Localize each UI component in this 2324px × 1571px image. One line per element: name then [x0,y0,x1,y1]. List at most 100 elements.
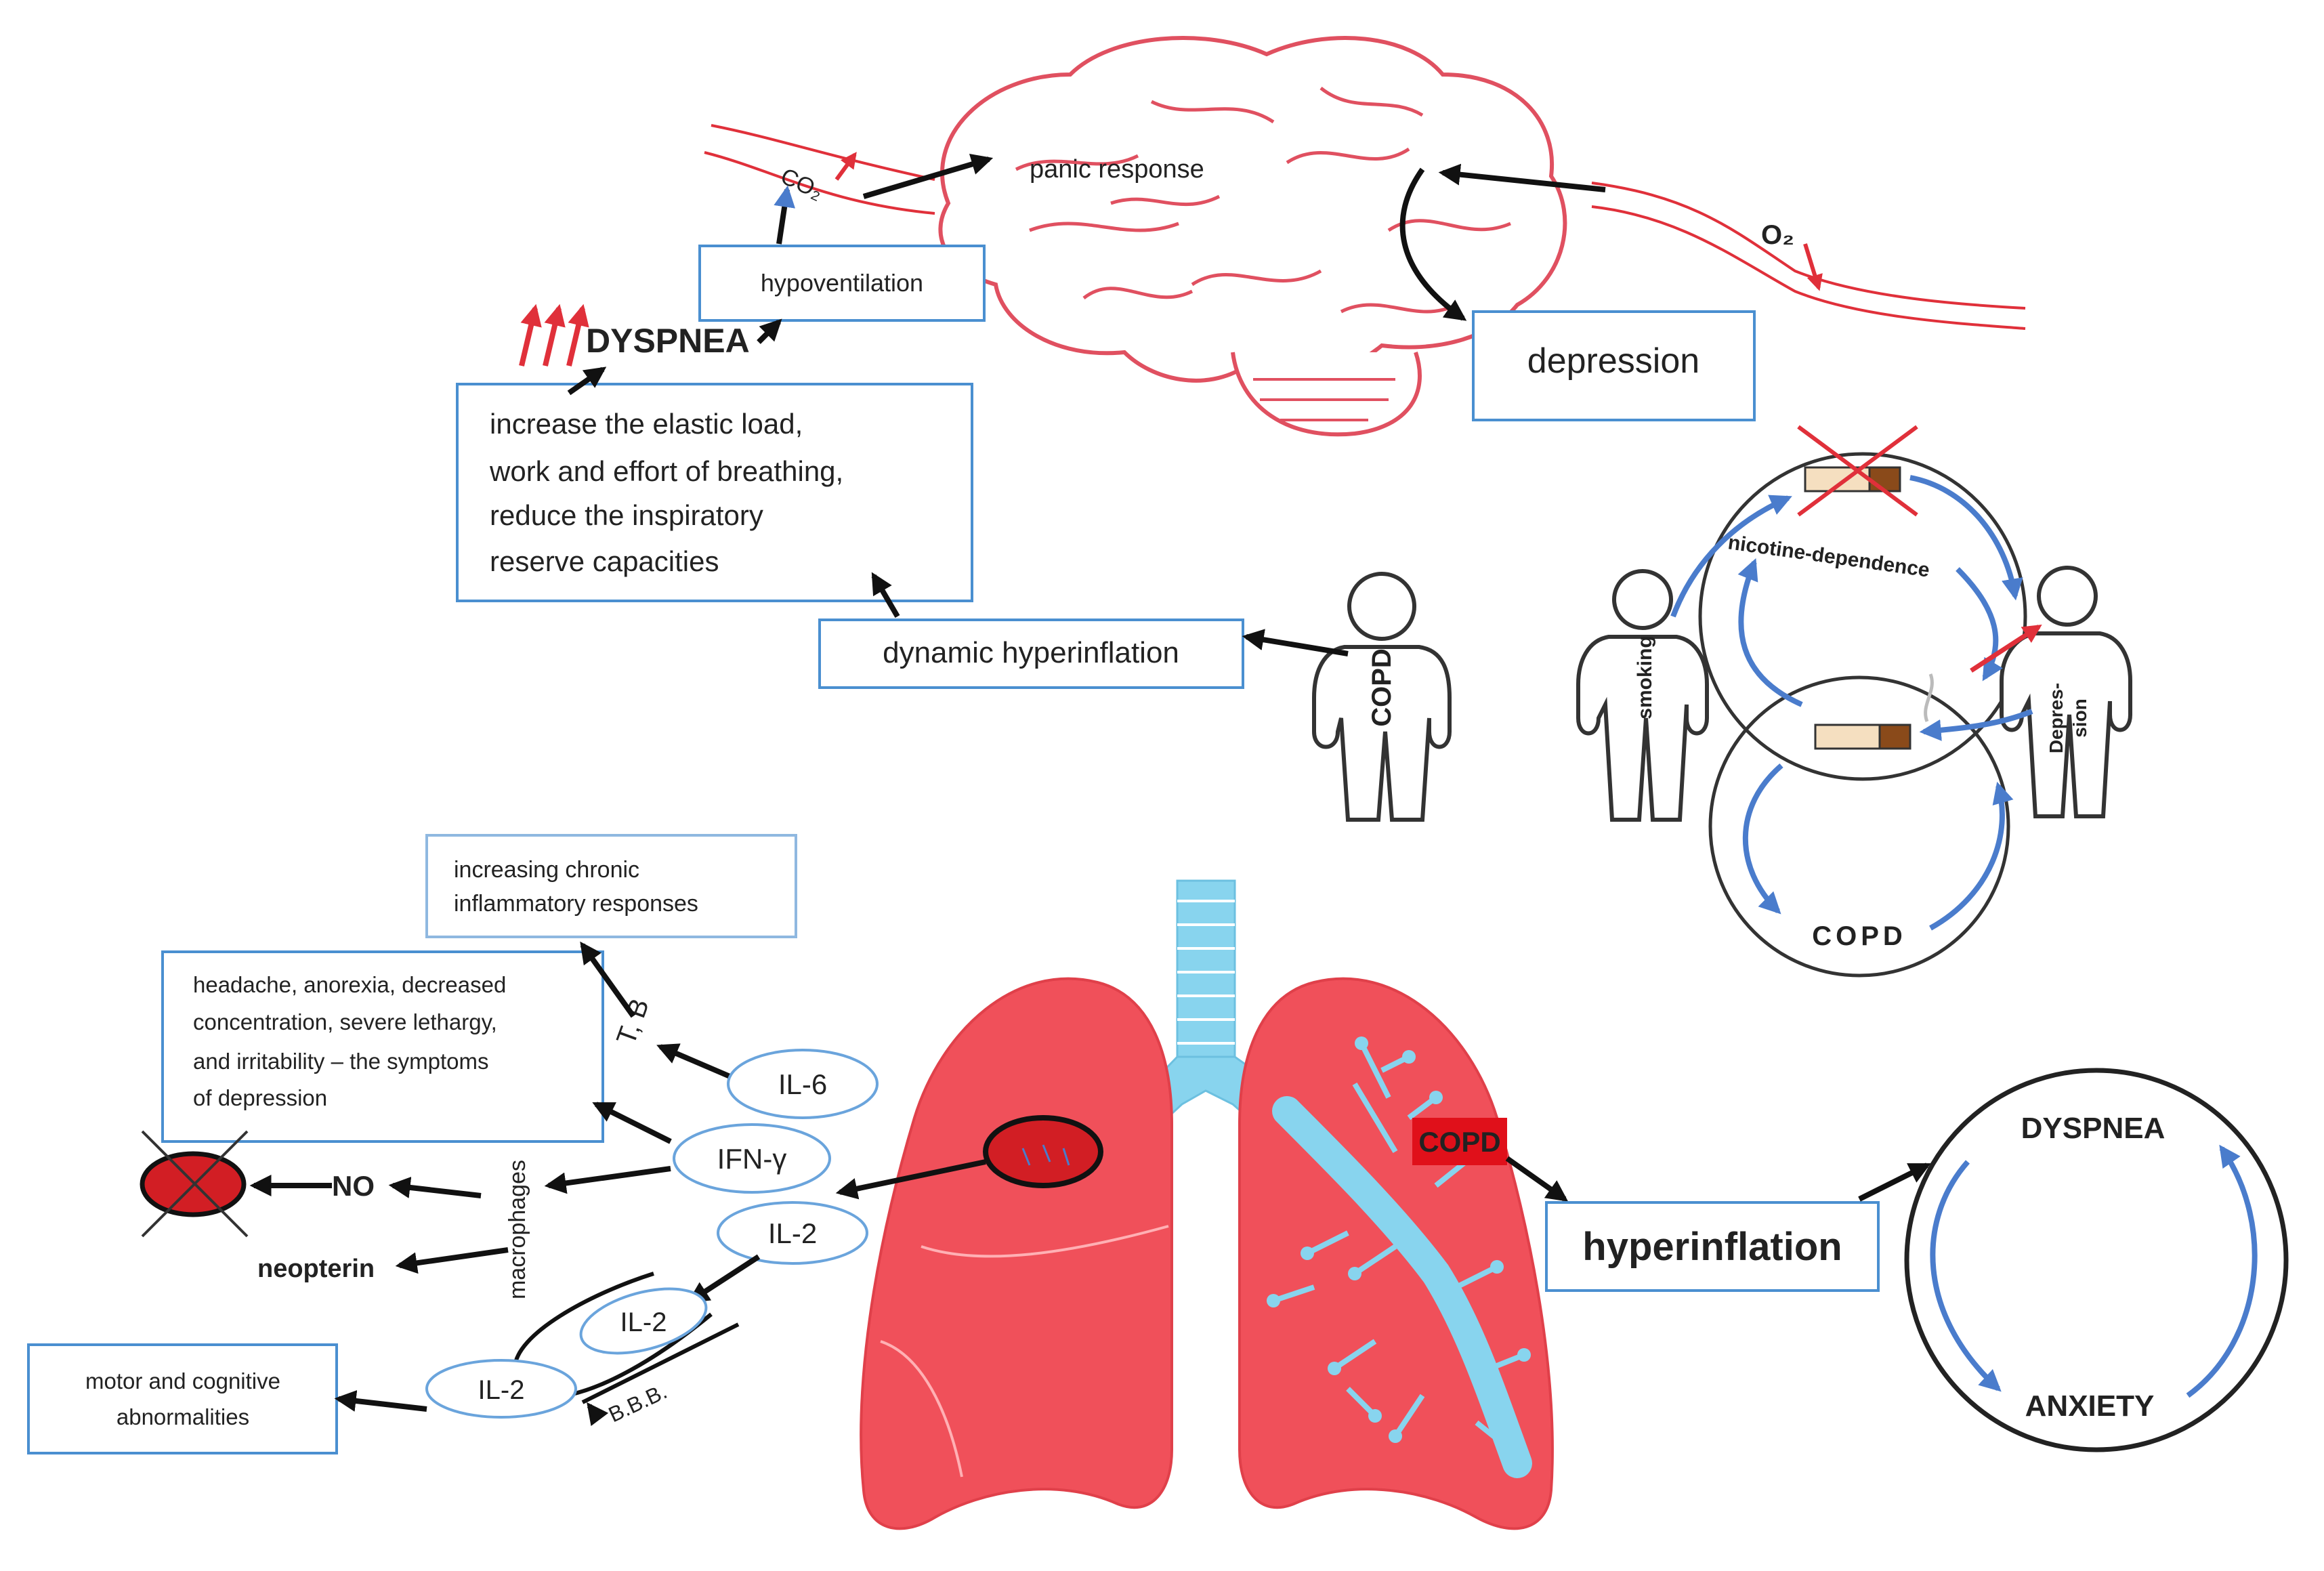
arrow-elastic-dyspnea [567,366,607,396]
no-label: NO [332,1170,375,1202]
blue-arrow-upper-right [1956,567,2003,682]
loop-arrow-right [2186,1144,2258,1398]
vessel-right-2 [1591,205,2026,330]
arrow-ifn-macrophages [544,1166,671,1194]
dyspnea-anxiety-loop: DYSPNEA ANXIETY [1904,1068,2289,1452]
il6-label: IL-6 [778,1068,827,1100]
arrow-copd-hyperinflation [1505,1156,1569,1202]
blue-arrow-depression-cig [1919,709,2033,741]
depression-person-label-1: Depres- [2046,683,2067,753]
smoking-label: smoking [1634,635,1656,719]
tb-label: T, B [611,994,655,1049]
elastic-load-box [456,383,973,602]
vessel-left [711,124,935,181]
symptoms-line2: concentration, severe lethargy, [193,1009,497,1034]
nicotine-dependence-label: nicotine-dependence [1727,531,1931,581]
neopterin-label: neopterin [257,1255,375,1283]
dyspnea-section: DYSPNEA increase the elastic load, work … [456,303,1452,822]
bbb-line [581,1322,740,1404]
dynamic-hyperinflation-box [818,619,1244,689]
o2-label: O₂ [1761,220,1794,250]
motor-box [27,1343,338,1454]
left-lung-lobe-line-2 [880,1340,963,1478]
smoking-person-icon [1576,569,1709,822]
ifn-oval [673,1123,831,1194]
elastic-line1: increase the elastic load, [490,408,803,440]
o2-down-arrow [1803,243,1823,291]
cigarette-icon-middle [1814,673,1934,750]
blue-arrow-smoking-top [1670,495,1792,618]
blue-arrow-lower-left [1742,763,1783,915]
lungs-section: COPD hyperinflation [835,879,1931,1530]
blue-arrow-upper-left [1737,558,1803,707]
elastic-line3: reduce the inspiratory [490,499,763,531]
smoking-cycle: nicotine-dependence smoking Depres- sion… [1576,425,2132,978]
copd-person-label: COPD [1367,648,1397,727]
macrophages-label: macrophages [505,1160,530,1299]
bronchi-icon [1267,1036,1532,1478]
depression-box [1472,310,1756,421]
right-lung [1238,977,1554,1530]
copd-person-icon [1312,572,1452,822]
dyspnea-top-label: DYSPNEA [586,322,750,360]
arrow-dyspnea-hypo [757,318,782,344]
arrow-co2-panic [862,153,994,199]
il2-oval-c [425,1359,577,1419]
il2-label-b: IL-2 [620,1307,667,1337]
symptoms-line1: headache, anorexia, decreased [193,972,506,997]
arrow-ifn-symptoms [592,1102,672,1144]
crossed-red-circle-icon [140,1130,249,1238]
blue-arrow-top-depression [1909,475,2023,601]
chronic-inflammation-box [425,834,797,938]
hypoventilation-label: hypoventilation [761,269,923,297]
no-smoking-cross-icon [1797,425,1918,517]
arrow-brain-depression [1399,167,1467,321]
depression-person-label-2: sion [2069,698,2090,738]
arrow-il2-il2b [687,1254,761,1303]
red-arrow-depression [1970,624,2042,673]
left-lung-lobe-line-1 [921,1225,1169,1258]
chronic-line1: increasing chronic [454,857,639,883]
copd-tag-label: COPD [1418,1126,1500,1158]
cigarette-icon-top [1804,466,1901,493]
symptoms-line3: and irritability – the symptoms [193,1049,489,1074]
arrow-bbb-tick [587,1402,609,1427]
cycle-upper-circle [1698,452,2027,781]
arrow-il6-tb [656,1043,733,1080]
elastic-line2: work and effort of breathing, [489,455,843,487]
brain-section: CO₂ O₂ panic response hypoventilation de… [698,36,2026,437]
panic-response-label: panic response [1030,155,1204,184]
arrow-macro-neopterin [395,1247,509,1274]
left-lung [860,977,1173,1530]
hypoventilation-box [698,245,986,322]
depression-symptoms-box [161,950,604,1143]
arrow-vessel-brain [1438,163,1606,192]
elastic-line4: reserve capacities [490,545,719,577]
red-up-arrows-icon [519,303,589,366]
il2-oval-b [579,1287,708,1355]
co2-up-arrow [834,152,857,181]
copd-tag [1412,1118,1507,1165]
vessel-right [1591,182,2026,310]
arrow-dynhyp-elastic [871,572,900,619]
hyperinflation-label: hyperinflation [1582,1225,1842,1269]
il2-label-a: IL-2 [768,1217,817,1249]
motor-line1: motor and cognitive [85,1368,280,1394]
loop-anxiety-label: ANXIETY [2025,1389,2155,1423]
loop-arrow-left [1930,1160,2002,1392]
arrow-macro-no [388,1177,482,1198]
arrow-il2c-motor [334,1390,427,1412]
arrow-spot-ifn [835,1159,986,1200]
motor-line2: abnormalities [117,1404,249,1429]
inflammation-section: increasing chronic inflammatory response… [27,834,879,1454]
chronic-line2: inflammatory responses [454,891,698,917]
loop-dyspnea-label: DYSPNEA [2021,1112,2165,1145]
inflamed-spot-icon [983,1115,1103,1188]
il2-oval-a [717,1201,868,1265]
il2-label-c: IL-2 [478,1375,525,1405]
blue-arrow-lower-right [1929,781,2014,931]
cycle-lower-circle [1708,675,2010,978]
arrow-hypo-co2 [774,185,796,245]
il6-oval [727,1049,879,1119]
